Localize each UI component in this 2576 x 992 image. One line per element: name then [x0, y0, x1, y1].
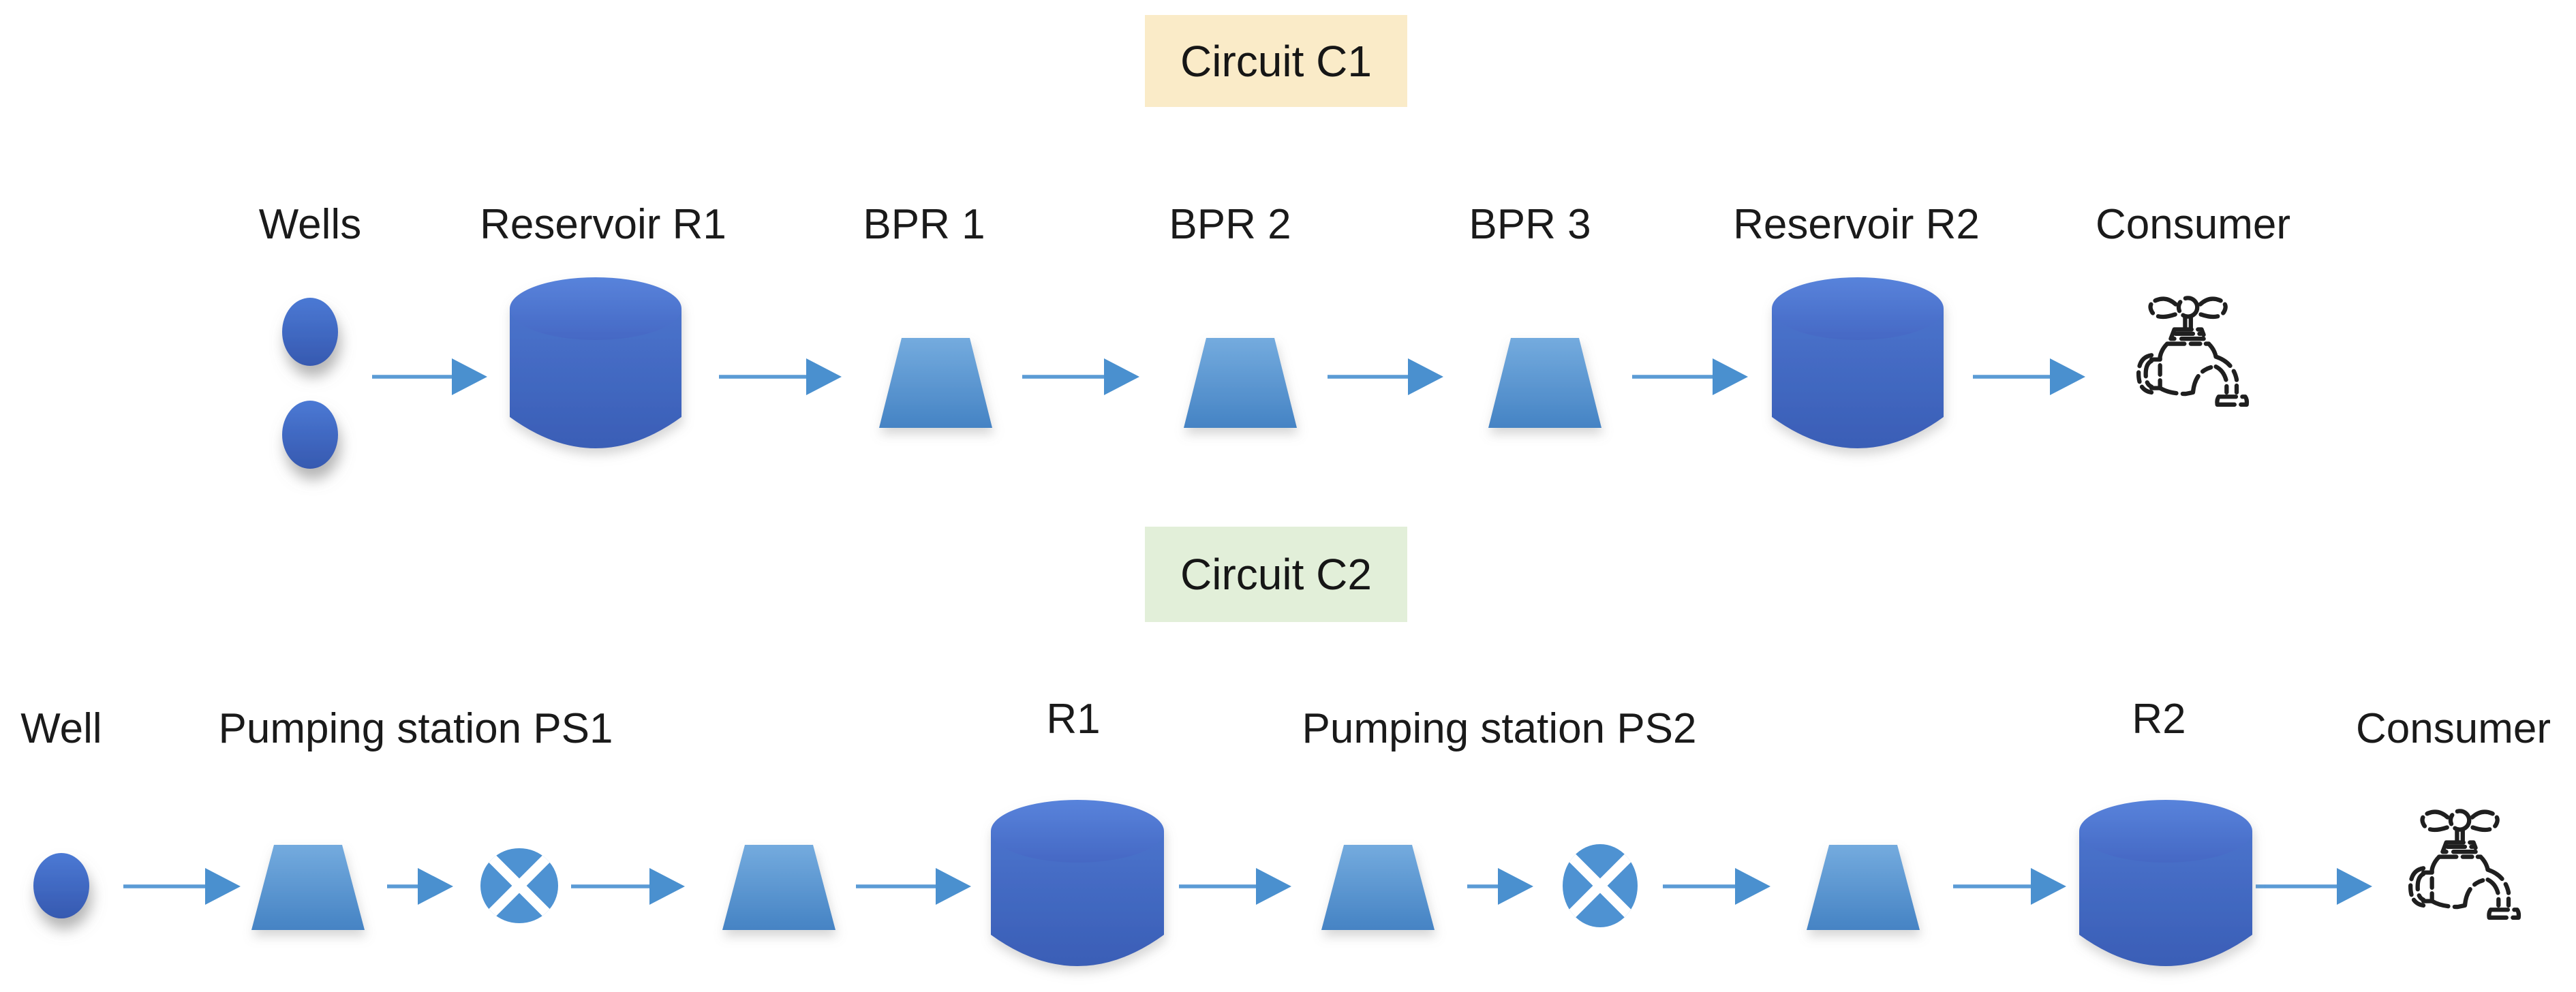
flow-arrow: [856, 868, 971, 905]
ps1-trapezoid-out-icon: [722, 845, 835, 930]
reservoir-r1-cylinder-icon: [991, 800, 1164, 966]
label-bpr-3: BPR 3: [1469, 201, 1591, 248]
ps1-trapezoid-in-icon: [251, 845, 365, 930]
label-reservoir-r2: Reservoir R2: [1733, 201, 1980, 248]
circuit-c2-title: Circuit C2: [1180, 550, 1372, 599]
flow-arrow: [1632, 358, 1748, 395]
ps2-trapezoid-in-icon: [1321, 845, 1435, 930]
flow-arrow: [1663, 868, 1770, 905]
wells-icon: [282, 401, 338, 469]
flow-arrow: [1973, 358, 2085, 395]
consumer-faucet-icon: [2136, 296, 2250, 407]
flow-arrow: [372, 358, 487, 395]
label-pumping-station-ps1: Pumping station PS1: [218, 705, 613, 752]
label-consumer: Consumer: [2096, 201, 2290, 248]
label-wells: Wells: [258, 201, 362, 248]
flow-arrow: [2256, 868, 2372, 905]
flow-arrow: [123, 868, 241, 905]
label-r2: R2: [2132, 696, 2186, 743]
bpr-2-icon: [1184, 338, 1297, 428]
bpr-3-icon: [1488, 338, 1601, 428]
flow-arrow: [1179, 868, 1291, 905]
consumer-faucet-icon: [2408, 809, 2521, 920]
flow-arrow: [571, 868, 685, 905]
label-bpr-2: BPR 2: [1169, 201, 1291, 248]
wells-icon: [282, 298, 338, 366]
label-bpr-1: BPR 1: [863, 201, 985, 248]
flow-arrow: [387, 868, 453, 905]
flow-arrow: [719, 358, 842, 395]
reservoir-r2-cylinder-icon: [2079, 800, 2252, 966]
flow-arrow: [1328, 358, 1443, 395]
label-r1: R1: [1046, 696, 1101, 743]
bpr-1-icon: [879, 338, 992, 428]
ps2-trapezoid-out-icon: [1807, 845, 1920, 930]
label-well: Well: [20, 705, 102, 752]
label-pumping-station-ps2: Pumping station PS2: [1302, 705, 1697, 752]
flow-arrow: [1467, 868, 1533, 905]
flow-arrow: [1953, 868, 2066, 905]
flow-arrow: [1022, 358, 1139, 395]
circuit-c1-title: Circuit C1: [1180, 36, 1372, 86]
reservoir-r1-cylinder-icon: [510, 277, 681, 448]
reservoir-r2-cylinder-icon: [1772, 277, 1944, 448]
label-reservoir-r1: Reservoir R1: [480, 201, 726, 248]
ps1-pump-valve-icon: [480, 848, 558, 923]
label-consumer: Consumer: [2356, 705, 2551, 752]
circuit-c1-title-box: Circuit C1: [1145, 15, 1407, 107]
ps2-pump-valve-icon: [1563, 844, 1638, 927]
circuit-c2-title-box: Circuit C2: [1145, 527, 1407, 622]
well-icon: [33, 853, 89, 918]
